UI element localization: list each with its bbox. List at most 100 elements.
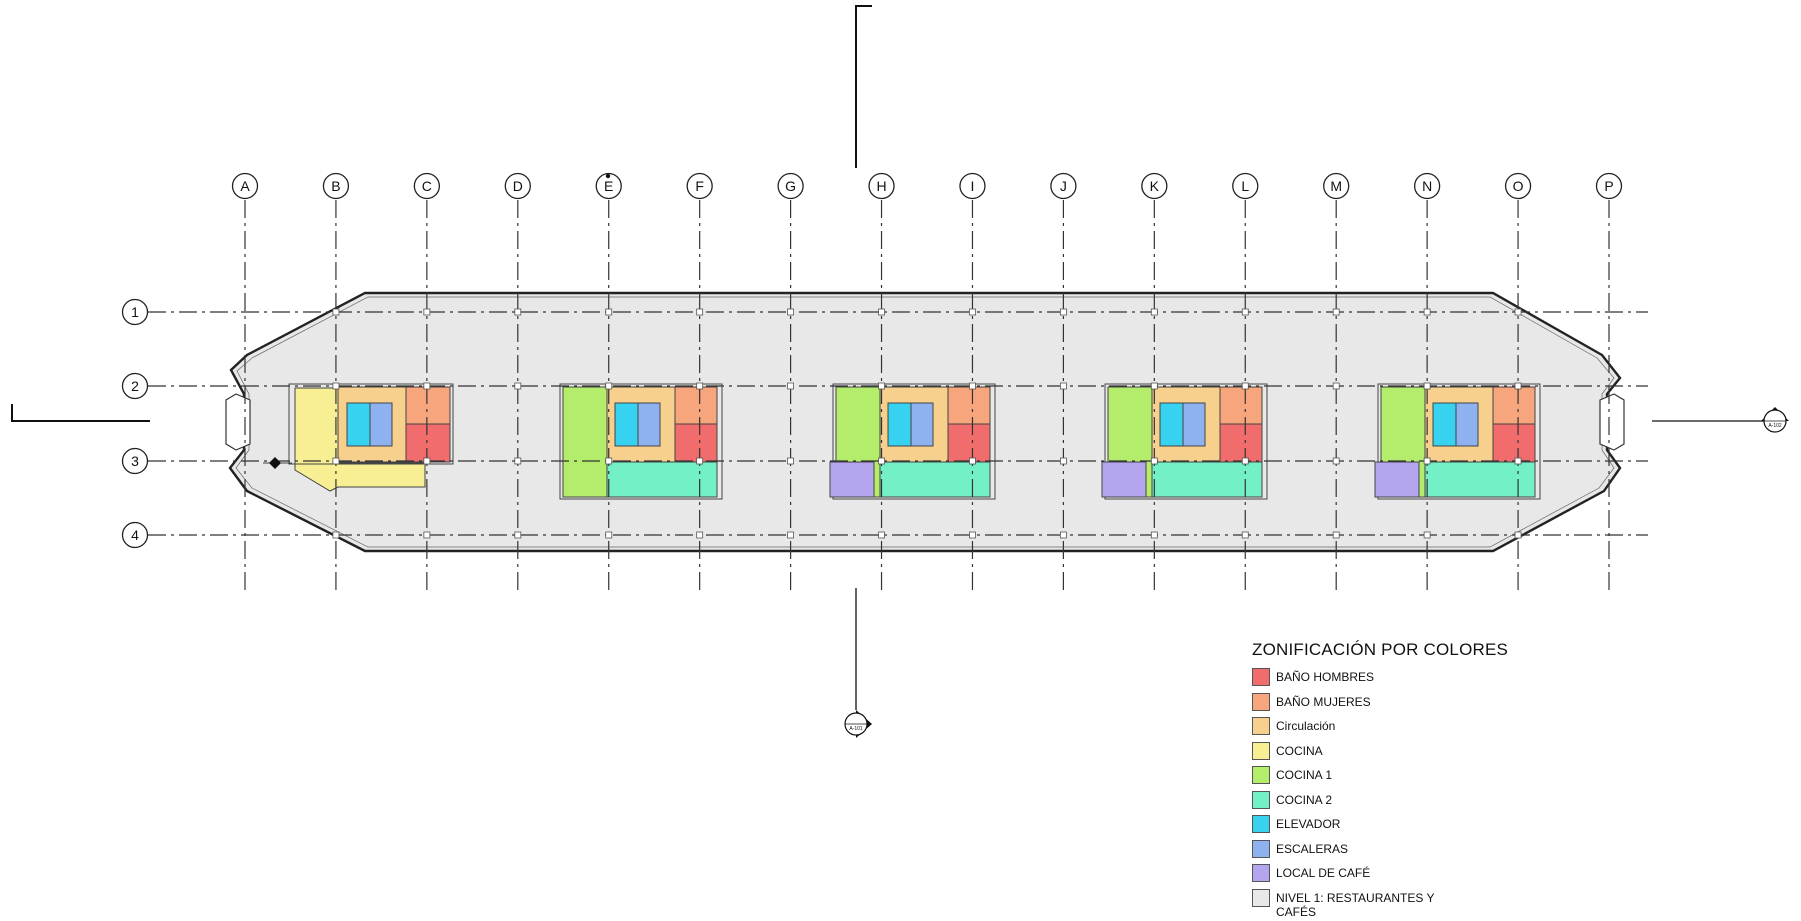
column-marker <box>969 382 976 390</box>
grid-bubble-label: H <box>876 178 886 194</box>
column-marker <box>514 382 522 390</box>
column-marker <box>878 308 885 316</box>
grid-bubble-o[interactable]: O <box>1504 172 1532 200</box>
grid-bubble-label: B <box>331 178 340 194</box>
column-marker <box>1332 308 1340 316</box>
zone-bano-hombres <box>1492 423 1536 463</box>
zone-elevador <box>1432 402 1457 447</box>
zone-bano-hombres <box>674 423 718 463</box>
grid-bubble-h[interactable]: H <box>868 172 895 200</box>
color-legend: ZONIFICACIÓN POR COLORES BAÑO HOMBRES BA… <box>1252 640 1552 919</box>
column-marker <box>969 457 976 465</box>
zone-local-de-cafe <box>1374 461 1420 498</box>
grid-bubble-e[interactable]: E <box>595 172 622 200</box>
grid-bubble-g[interactable]: G <box>777 172 804 200</box>
grid-bubble-label: 4 <box>131 527 139 543</box>
column-marker <box>1423 457 1431 465</box>
legend-label: LOCAL DE CAFÉ <box>1276 866 1371 880</box>
grid-bubble-row-1[interactable]: 1 <box>121 298 149 326</box>
section-marker-right[interactable]: A-102 <box>1761 407 1789 433</box>
zone-elevador <box>887 402 912 447</box>
column-marker <box>1059 531 1067 539</box>
legend-label: COCINA 1 <box>1276 768 1333 782</box>
legend-item-elevador: ELEVADOR <box>1252 815 1552 840</box>
legend-item-cocina: COCINA <box>1252 741 1552 767</box>
column-marker <box>1332 457 1340 465</box>
column-marker <box>1332 382 1340 390</box>
grid-bubble-a[interactable]: A <box>231 172 259 200</box>
grid-bubble-d[interactable]: D <box>504 172 531 200</box>
column-marker <box>696 382 704 390</box>
grid-bubble-label: N <box>1422 178 1432 194</box>
column-marker <box>423 531 431 539</box>
grid-bubble-l[interactable]: L <box>1232 172 1259 200</box>
structural-grid <box>148 200 1648 593</box>
grid-bubble-i[interactable]: I <box>959 172 986 200</box>
column-marker <box>1514 531 1522 539</box>
legend-label: COCINA 2 <box>1276 792 1333 807</box>
column-marker <box>605 308 613 316</box>
legend-label: ELEVADOR <box>1276 817 1341 831</box>
grid-bubble-row-4[interactable]: 4 <box>121 521 149 549</box>
column-marker <box>605 457 613 465</box>
grid-bubble-label: L <box>1241 178 1249 194</box>
grid-bubble-label: I <box>971 178 975 194</box>
legend-swatch <box>1252 668 1270 686</box>
column-marker <box>878 531 885 539</box>
grid-bubble-row-3[interactable]: 3 <box>121 447 149 475</box>
zone-escaleras <box>1182 402 1206 447</box>
column-marker <box>1150 531 1158 539</box>
column-marker <box>1059 457 1067 465</box>
grid-bubble-p[interactable]: P <box>1595 172 1623 200</box>
column-marker <box>1150 308 1158 316</box>
grid-bubble-k[interactable]: K <box>1141 172 1168 200</box>
restaurant-block-outline <box>1377 383 1541 500</box>
column-marker <box>514 308 522 316</box>
zone-escaleras <box>910 402 934 447</box>
column-marker <box>696 308 704 316</box>
restaurant-block-outline <box>559 383 723 500</box>
grid-bubble-f[interactable]: F <box>686 172 713 200</box>
column-marker <box>1241 531 1249 539</box>
section-marker-bottom[interactable]: A-101 <box>844 710 872 738</box>
legend-swatch <box>1252 888 1270 907</box>
column-marker <box>1150 382 1158 390</box>
grid-bubble-m[interactable]: M <box>1323 172 1350 200</box>
zone-escaleras <box>369 402 393 447</box>
column-marker <box>423 382 431 390</box>
legend-item-bano-mujeres: BAÑO MUJERES <box>1252 692 1552 718</box>
legend-item-nivel-1: NIVEL 1: RESTAURANTES Y CAFÉS <box>1252 888 1552 919</box>
column-e-point <box>605 173 611 179</box>
column-marker <box>605 382 613 390</box>
section-line-left <box>11 404 150 422</box>
legend-swatch <box>1252 717 1270 735</box>
column-marker <box>332 308 340 316</box>
column-marker <box>1332 531 1340 539</box>
grid-bubble-j[interactable]: J <box>1050 172 1077 200</box>
grid-bubble-row-2[interactable]: 2 <box>121 372 149 400</box>
grid-bubble-label: O <box>1513 178 1524 194</box>
column-marker <box>1514 382 1522 390</box>
column-marker <box>1150 457 1158 465</box>
grid-bubble-c[interactable]: C <box>413 172 441 200</box>
level-marker <box>263 457 292 469</box>
grid-bubble-label: D <box>513 178 523 194</box>
column-marker <box>1241 382 1249 390</box>
legend-item-local-de-cafe: LOCAL DE CAFÉ <box>1252 864 1552 889</box>
grid-bubble-label: P <box>1604 178 1613 194</box>
legend-swatch <box>1252 790 1270 809</box>
legend-label: BAÑO MUJERES <box>1276 694 1371 709</box>
grid-bubble-b[interactable]: B <box>322 172 350 200</box>
zone-bano-mujeres <box>405 386 451 425</box>
column-marker <box>787 531 794 539</box>
grid-bubble-label: C <box>422 178 432 194</box>
grid-bubble-label: A <box>240 178 250 194</box>
west-end-bay <box>225 393 251 451</box>
zone-escaleras <box>637 402 661 447</box>
grid-bubble-n[interactable]: N <box>1413 172 1441 200</box>
legend-label: COCINA <box>1276 743 1323 758</box>
column-marker <box>969 308 976 316</box>
column-marker <box>605 531 613 539</box>
legend-swatch <box>1252 815 1270 833</box>
